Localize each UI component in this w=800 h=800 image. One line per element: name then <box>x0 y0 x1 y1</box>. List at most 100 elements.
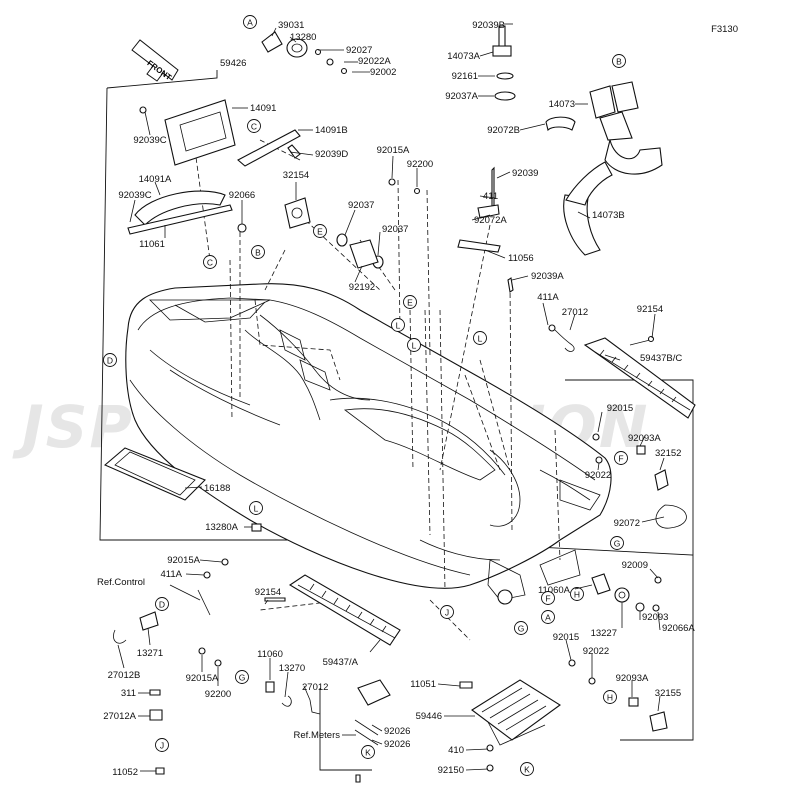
meters-bracket <box>319 688 372 771</box>
control-parts-icon <box>113 558 321 775</box>
grate-59437a-icon <box>288 574 401 646</box>
grate-59437b-icon <box>583 335 696 419</box>
part-label: 92037 <box>348 200 374 211</box>
assembly-bracket <box>106 70 218 89</box>
fasteners-right-icon <box>568 433 687 732</box>
callout-g: G <box>610 536 624 550</box>
part-label: 11061 <box>139 239 165 250</box>
clip-13280a-icon <box>251 523 262 532</box>
svg-text:J: J <box>445 608 449 618</box>
part-label: 410 <box>448 745 464 756</box>
svg-text:A: A <box>247 18 253 28</box>
part-label: Ref.Control <box>97 577 145 588</box>
right-bracket <box>565 379 694 555</box>
callout-h: H <box>570 587 584 601</box>
part-label: 11060 <box>257 649 283 660</box>
part-label: 14073 <box>549 99 575 110</box>
callout-g: G <box>235 670 249 684</box>
callout-h: H <box>603 690 617 704</box>
callout-b: B <box>612 54 626 68</box>
part-label: 92072B <box>487 125 520 136</box>
part-label: 32155 <box>655 688 681 699</box>
part-label: 92027 <box>346 45 372 56</box>
part-label: 92039B <box>472 20 505 31</box>
part-label: 39031 <box>278 20 304 31</box>
part-label: 92039C <box>118 190 151 201</box>
svg-text:F: F <box>545 594 550 604</box>
part-label: 32152 <box>655 448 681 459</box>
callout-c: C <box>247 119 261 133</box>
intake-grate-59446-icon <box>459 679 561 772</box>
svg-text:A: A <box>545 613 551 623</box>
part-label: 411A <box>537 292 559 303</box>
tray-16188-icon <box>103 447 206 501</box>
part-label: 92072A <box>474 215 507 226</box>
svg-text:G: G <box>518 624 525 634</box>
part-label: 92026 <box>384 739 410 750</box>
inspection-cover-14091-icon <box>139 99 236 166</box>
part-label: 92093A <box>616 673 649 684</box>
part-label: 92015 <box>553 632 579 643</box>
svg-text:L: L <box>254 504 259 514</box>
part-label: 92002 <box>370 67 396 78</box>
svg-text:H: H <box>607 693 613 703</box>
part-label: 14091A <box>139 174 172 185</box>
svg-text:L: L <box>478 334 483 344</box>
part-label: 311 <box>121 688 136 699</box>
part-label: 13227 <box>591 628 617 639</box>
part-label: 27012 <box>302 682 328 693</box>
part-label: 92015 <box>607 403 633 414</box>
part-label: 92154 <box>255 587 281 598</box>
part-label: 92066 <box>229 190 255 201</box>
figure-code: F3130 <box>711 24 738 35</box>
clip-27012-icon <box>548 324 575 352</box>
part-label: 92093A <box>628 433 661 444</box>
part-label: 14091B <box>315 125 348 136</box>
part-label: 92022 <box>585 470 611 481</box>
hull-assembly <box>125 259 612 605</box>
part-label: 92037A <box>445 91 478 102</box>
svg-text:L: L <box>396 321 401 331</box>
part-label: 92072 <box>614 518 640 529</box>
callout-j: J <box>440 605 454 619</box>
part-label: 14091 <box>250 103 276 114</box>
part-label: Ref.Meters <box>294 730 341 741</box>
callout-a: A <box>243 15 257 29</box>
svg-text:F: F <box>618 454 623 464</box>
cap-39031-icon <box>261 31 283 53</box>
part-label: 92039A <box>531 271 564 282</box>
part-label: 92039C <box>133 135 166 146</box>
meter-bracket-icon <box>354 679 391 783</box>
callout-d: D <box>155 597 169 611</box>
part-label: 13280A <box>205 522 238 533</box>
part-label: 13270 <box>279 663 305 674</box>
part-label: 32154 <box>283 170 309 181</box>
leader-lines <box>194 139 561 641</box>
part-label: 92192 <box>349 282 375 293</box>
callout-l: L <box>407 338 421 352</box>
fitting-32154-icon <box>284 197 311 229</box>
front-arrow-icon: FRONT <box>131 39 179 82</box>
part-label: 92066A <box>662 623 695 634</box>
part-label: 92015A <box>186 673 219 684</box>
part-label: 92022 <box>583 646 609 657</box>
part-label: 13271 <box>137 648 163 659</box>
callout-g: G <box>514 621 528 635</box>
svg-text:B: B <box>616 57 622 67</box>
part-label: 92022A <box>358 56 391 67</box>
part-label: 59446 <box>416 711 442 722</box>
callout-e: E <box>313 224 327 238</box>
part-label: 11056 <box>508 253 534 264</box>
part-labels: 39031132809202792022A9200292039B14073A92… <box>97 20 695 778</box>
part-label: 92026 <box>384 726 410 737</box>
part-label: 59437B/C <box>640 353 682 364</box>
callout-c: C <box>203 255 217 269</box>
svg-text:K: K <box>365 748 371 758</box>
part-label: 14073B <box>592 210 625 221</box>
svg-text:H: H <box>574 590 580 600</box>
part-label: 27012 <box>562 307 588 318</box>
callout-l: L <box>391 318 405 332</box>
part-label: 92015A <box>167 555 200 566</box>
grommet-92066-icon <box>237 223 247 233</box>
